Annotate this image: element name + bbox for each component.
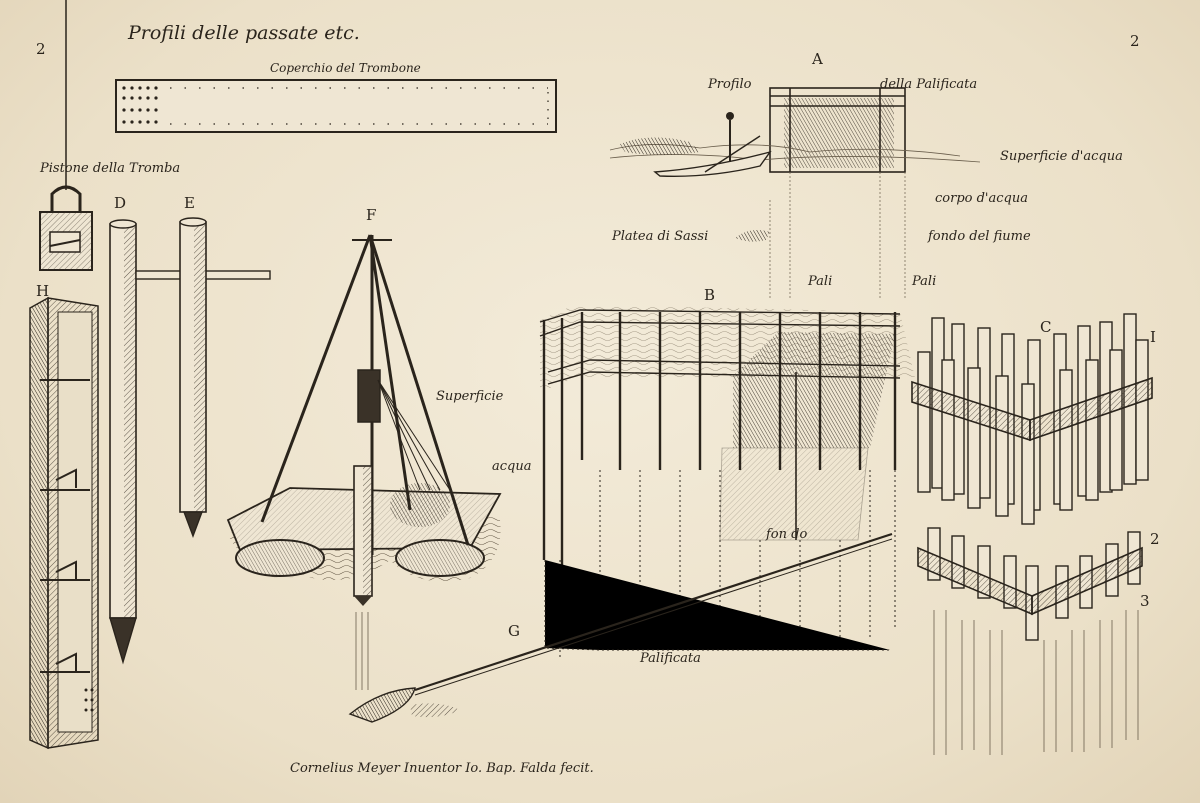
label-pistone: Pistone della Tromba bbox=[40, 161, 181, 176]
number-3: 3 bbox=[1140, 592, 1150, 610]
letter-C: C bbox=[1040, 318, 1052, 336]
label-platea: Platea di Sassi bbox=[612, 229, 709, 244]
label-corpo-acqua: corpo d'acqua bbox=[935, 191, 1028, 206]
number-2: 2 bbox=[1150, 530, 1160, 548]
label-coperchio: Coperchio del Trombone bbox=[270, 61, 421, 75]
label-palificata: Palificata bbox=[640, 651, 701, 666]
pole-D bbox=[109, 219, 137, 665]
palisade-profile-A bbox=[609, 87, 981, 300]
label-profilo: Profilo bbox=[708, 77, 752, 92]
pump-tube-H bbox=[29, 296, 99, 750]
label-fondo: fon do bbox=[766, 527, 808, 542]
trombone-lid bbox=[115, 79, 557, 133]
label-pali-2: Pali bbox=[912, 274, 937, 289]
letter-F: F bbox=[366, 206, 377, 224]
engraver-credit: Cornelius Meyer Inuentor Io. Bap. Falda … bbox=[290, 761, 594, 776]
label-superficie: Superficie bbox=[436, 389, 504, 404]
label-fondo-fiume: fondo del fiume bbox=[928, 229, 1031, 244]
label-superficie-acqua: Superficie d'acqua bbox=[1000, 149, 1123, 164]
letter-I: I bbox=[1150, 328, 1156, 346]
plate-title: Profili delle passate etc. bbox=[128, 22, 360, 44]
label-pali-1: Pali bbox=[808, 274, 833, 289]
label-della-palificata: della Palificata bbox=[880, 77, 978, 92]
net-pole-G bbox=[348, 532, 893, 723]
letter-E: E bbox=[184, 194, 195, 212]
letter-H: H bbox=[36, 282, 50, 300]
pole-E bbox=[179, 217, 207, 538]
piston bbox=[39, 185, 93, 271]
page-number-left: 2 bbox=[36, 40, 46, 58]
letter-D: D bbox=[114, 194, 127, 212]
palisade-B bbox=[539, 305, 915, 660]
pile-grid-C bbox=[911, 313, 1153, 755]
page-number-right: 2 bbox=[1130, 32, 1140, 50]
letter-B: B bbox=[704, 286, 716, 304]
letter-G: G bbox=[508, 622, 520, 640]
label-acqua: acqua bbox=[492, 459, 532, 474]
letter-A: A bbox=[812, 50, 823, 68]
pile-driver-F bbox=[226, 234, 502, 690]
